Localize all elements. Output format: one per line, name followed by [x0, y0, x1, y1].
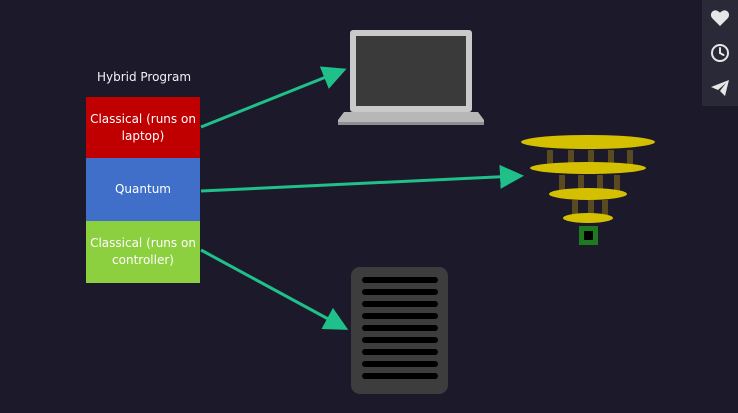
program-title: Hybrid Program	[96, 70, 192, 84]
share-button[interactable]	[702, 70, 738, 105]
classical-laptop-block: Classical (runs on laptop)	[86, 97, 200, 158]
like-button[interactable]	[702, 0, 738, 35]
quantum-block: Quantum	[86, 158, 200, 221]
paper-plane-icon	[711, 79, 729, 96]
arrow-to-quantum-computer	[200, 164, 524, 193]
arrow-to-controller	[200, 248, 349, 330]
quantum-label: Quantum	[114, 182, 171, 196]
arrow-to-laptop	[200, 66, 347, 129]
classical-controller-label: Classical (runs on controller)	[90, 236, 196, 267]
clock-icon	[711, 43, 729, 62]
classical-laptop-label: Classical (runs on laptop)	[90, 111, 196, 143]
quantum-computer-icon	[521, 135, 655, 245]
controller-icon	[351, 267, 448, 394]
side-action-bar	[702, 0, 738, 106]
laptop-icon	[338, 30, 484, 125]
classical-controller-block: Classical (runs on controller)	[86, 221, 200, 283]
watch-later-button[interactable]	[702, 35, 738, 70]
heart-icon	[710, 9, 730, 26]
